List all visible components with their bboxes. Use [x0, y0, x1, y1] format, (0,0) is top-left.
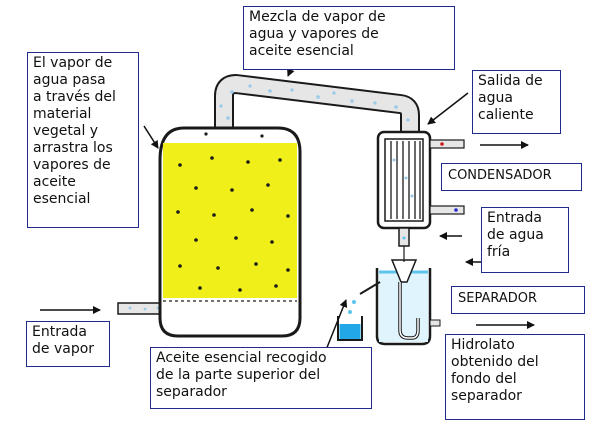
plant-particles [176, 132, 290, 292]
arrow-steam-passes [143, 125, 159, 149]
plant-material [163, 143, 297, 298]
separator-funnel [390, 259, 418, 283]
cold-water-inlet-pipe [429, 205, 465, 215]
vapor-pipe [214, 74, 420, 132]
label-hydrolate: Hidrolato obtenido del fondo del separad… [445, 334, 585, 420]
label-condenser: CONDENSADOR [441, 163, 582, 191]
label-mixture: Mezcla de vapor de agua y vapores de ace… [243, 6, 455, 70]
label-hot-water-out: Salida de agua caliente [472, 70, 561, 134]
condenser-unit [376, 130, 465, 247]
label-oil-collected: Aceite esencial recogido de la parte sup… [150, 347, 372, 409]
hot-water-outlet-pipe [429, 139, 465, 149]
label-steam-in: Entrada de vapor [26, 321, 110, 367]
oil-collector-beaker [337, 316, 363, 341]
label-separator: SEPARADOR [451, 286, 585, 314]
label-cold-water-in: Entrada de agua fría [481, 207, 569, 273]
flow-arrows [40, 47, 535, 351]
separator-unit [348, 246, 441, 346]
arrow-to-condenser [427, 92, 469, 125]
arrow-oil-collected [325, 299, 348, 351]
label-steam-passes: El vapor de agua pasa a través del mater… [27, 52, 139, 228]
distillation-vessel [158, 126, 302, 338]
separator-liquid [379, 272, 428, 342]
